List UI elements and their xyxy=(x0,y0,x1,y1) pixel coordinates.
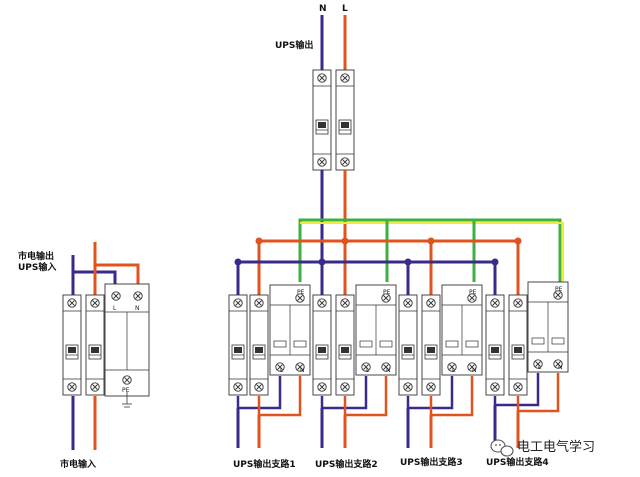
branch-4-pe-label: PE xyxy=(555,286,563,293)
branch-4-label: UPS输出支路4 xyxy=(486,456,549,468)
mains-n-terminal-label: N xyxy=(135,305,140,312)
branch-2-n-label: N xyxy=(386,367,391,374)
branch-1-pe-label: PE xyxy=(297,289,305,296)
branch-3-l-label: L xyxy=(452,367,456,374)
mains-pe-terminal-label: PE xyxy=(122,387,130,394)
branch-1-label: UPS输出支路1 xyxy=(233,458,296,470)
wechat-logo-icon xyxy=(490,439,514,457)
branch-2-label: UPS输出支路2 xyxy=(315,458,378,470)
branch-4-n-label: N xyxy=(558,364,563,371)
branch-4-group xyxy=(486,282,568,448)
ups-input-label: UPS输入 xyxy=(18,261,56,273)
branch-3-group xyxy=(399,285,482,448)
wire-n-label: N xyxy=(319,4,327,14)
watermark-text: 电工电气学习 xyxy=(517,439,595,455)
main-ups-breaker xyxy=(313,15,354,170)
branch-1-l-label: L xyxy=(280,367,284,374)
branch-1-n-label: N xyxy=(300,367,305,374)
branch-4-l-label: L xyxy=(538,364,542,371)
branch-3-n-label: N xyxy=(472,367,477,374)
branch-3-pe-label: PE xyxy=(469,289,477,296)
branch-2-group xyxy=(313,285,396,448)
branch-1-group xyxy=(229,285,310,448)
ups-output-label: UPS输出 xyxy=(275,39,313,51)
branch-2-l-label: L xyxy=(366,367,370,374)
mains-l-terminal-label: L xyxy=(113,305,117,312)
mains-input-label: 市电输入 xyxy=(60,458,96,470)
wire-l-label: L xyxy=(342,4,348,14)
mains-output-label: 市电输出 xyxy=(18,250,54,262)
branch-2-pe-label: PE xyxy=(383,289,391,296)
distribution-buses xyxy=(234,170,564,296)
branch-3-label: UPS输出支路3 xyxy=(400,456,463,468)
mains-breaker-group xyxy=(63,242,150,450)
